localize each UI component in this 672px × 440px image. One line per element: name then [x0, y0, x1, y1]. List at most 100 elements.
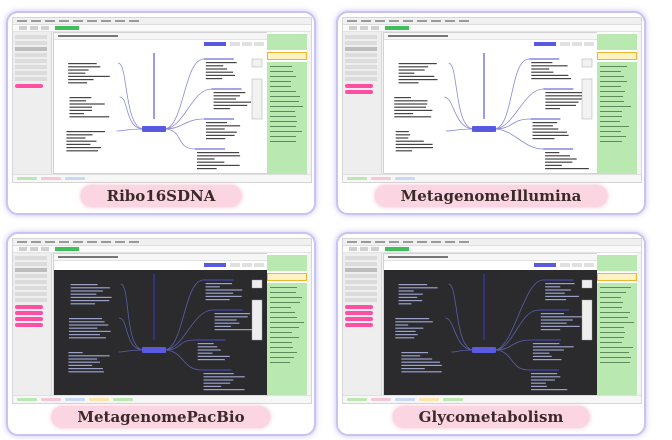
text-line [69, 109, 92, 111]
text-line [394, 116, 432, 118]
text-line [197, 352, 213, 354]
app-screenshot-thumbnail [12, 17, 312, 183]
text-line [394, 109, 433, 111]
text-line [395, 137, 409, 139]
text-line [68, 75, 110, 77]
text-line [545, 299, 567, 301]
text-line [531, 71, 554, 73]
branch-curve [448, 283, 475, 351]
branch-curve [119, 96, 145, 130]
text-line [401, 364, 442, 366]
text-line [213, 98, 237, 100]
text-line [68, 66, 101, 68]
text-line [213, 104, 248, 106]
workflow-card-glycometabolism[interactable]: Glycometabolism [336, 232, 646, 436]
text-line [532, 125, 553, 127]
text-line [203, 379, 234, 381]
card-title-pill: Ribo16SDNA [80, 185, 242, 207]
workflow-card-ribo16sdna[interactable]: Ribo16SDNA [6, 11, 316, 215]
toolbar [343, 246, 641, 253]
branch-curve [493, 339, 531, 351]
text-line [398, 284, 428, 286]
sidebar [13, 32, 52, 174]
text-line [398, 72, 415, 74]
text-line [68, 361, 100, 363]
workflow-card-metagenomeillumina[interactable]: MetagenomeIllumina [336, 11, 646, 215]
side-controls [251, 78, 263, 120]
branch-curve [493, 128, 544, 150]
text-line [69, 106, 93, 108]
text-line [205, 283, 233, 285]
text-line [68, 79, 94, 81]
text-line [205, 286, 220, 288]
text-line [70, 293, 97, 295]
text-line [205, 134, 235, 136]
branch-curve [493, 118, 531, 130]
text-line [214, 313, 251, 315]
mindmap-canvas [394, 53, 593, 170]
text-line [540, 322, 567, 324]
text-line [68, 358, 98, 360]
side-controls [251, 299, 263, 341]
text-line [214, 316, 248, 318]
status-bar [343, 395, 641, 403]
text-line [401, 371, 442, 373]
text-line [395, 140, 424, 142]
text-line [70, 290, 103, 292]
text-line [395, 324, 409, 326]
card-title-pill: MetagenomePacBio [51, 406, 271, 428]
text-line [68, 371, 104, 373]
text-line [540, 313, 564, 315]
text-line [68, 364, 93, 366]
text-line [69, 116, 110, 118]
text-line [532, 352, 550, 354]
text-line [531, 65, 568, 67]
text-line [66, 150, 98, 152]
status-bar [13, 174, 311, 182]
branch-curve [493, 279, 544, 351]
text-line [205, 71, 234, 73]
menu-bar [13, 239, 311, 246]
text-line [66, 134, 93, 136]
text-line [545, 92, 588, 94]
text-line [205, 289, 243, 291]
text-line [545, 292, 565, 294]
text-line [394, 106, 427, 108]
menu-bar [343, 18, 641, 25]
zoom-control [581, 58, 593, 68]
mindmap-canvas [66, 53, 263, 170]
text-line [68, 334, 101, 336]
text-line [214, 322, 240, 324]
text-line [69, 100, 87, 102]
zoom-control [581, 279, 593, 289]
mindmap-canvas [54, 270, 268, 403]
text-line [531, 376, 561, 378]
mindmap-panel [53, 253, 269, 403]
text-line [68, 368, 103, 370]
app-screenshot-thumbnail [342, 238, 642, 404]
text-line [540, 316, 583, 318]
mindmap-panel [383, 253, 599, 403]
text-line [540, 325, 580, 327]
branch-curve [118, 317, 145, 351]
text-line [197, 349, 221, 351]
text-line [66, 143, 91, 145]
text-line [205, 131, 237, 133]
notes-panel [267, 32, 307, 174]
branch-curve [163, 58, 204, 130]
text-line [205, 138, 226, 140]
central-node [142, 126, 166, 132]
branch-curve [444, 96, 475, 130]
text-line [203, 376, 245, 378]
workflow-card-metagenomepacbio[interactable]: MetagenomePacBio [6, 232, 316, 436]
text-line [398, 303, 412, 305]
text-line [68, 337, 106, 339]
text-line [205, 292, 234, 294]
branch-curve [493, 58, 530, 130]
text-line [205, 78, 223, 80]
text-line [205, 128, 225, 130]
sidebar [13, 253, 52, 395]
branch-curve [163, 349, 202, 371]
text-line [197, 161, 225, 163]
mindmap-panel [383, 32, 599, 174]
